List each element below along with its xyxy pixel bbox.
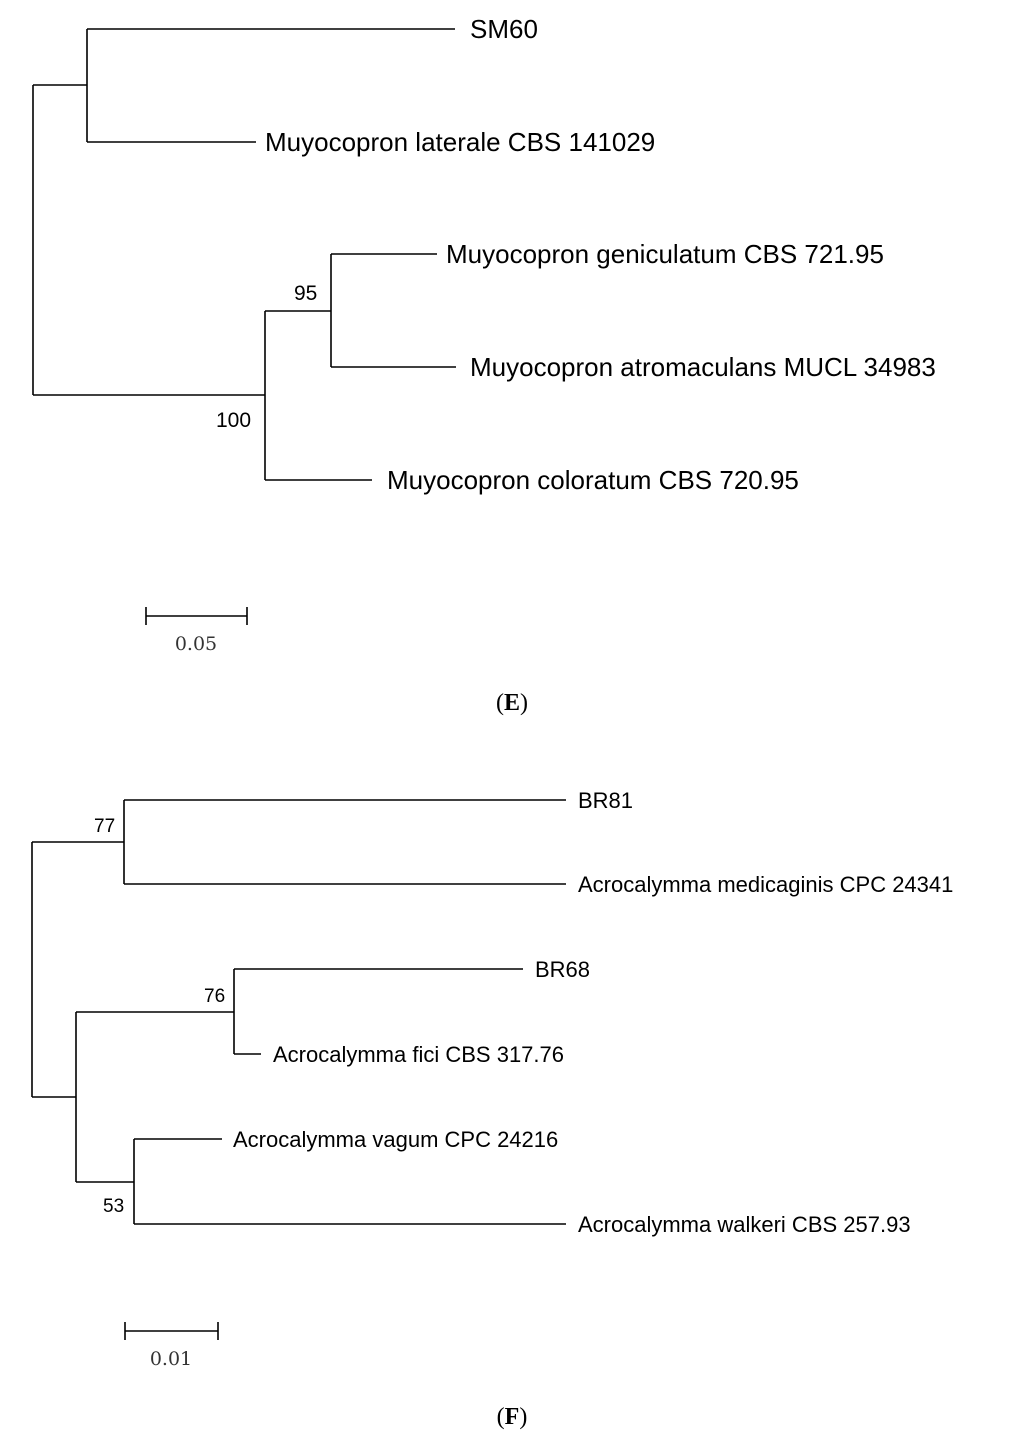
tip-label-coloratum: Muyocopron coloratum CBS 720.95	[387, 465, 799, 495]
tip-label-vagum: Acrocalymma vagum CPC 24216	[233, 1127, 558, 1152]
bootstrap-53: 53	[103, 1196, 124, 1217]
panel-label-e: (E)	[496, 690, 528, 716]
scale-bar-e: 0.05	[145, 607, 248, 655]
tip-label-br68: BR68	[535, 957, 590, 982]
tip-label-sm60: SM60	[470, 14, 538, 44]
tip-label-geniculatum: Muyocopron geniculatum CBS 721.95	[446, 239, 884, 269]
tree-panel-e: SM60 Muyocopron laterale CBS 141029 Muyo…	[32, 14, 936, 716]
tip-label-laterale: Muyocopron laterale CBS 141029	[265, 127, 655, 157]
bootstrap-77: 77	[94, 816, 115, 837]
tip-label-atromaculans: Muyocopron atromaculans MUCL 34983	[470, 352, 936, 382]
tree-panel-f: BR81 Acrocalymma medicaginis CPC 24341 B…	[31, 788, 953, 1430]
tip-label-medicaginis: Acrocalymma medicaginis CPC 24341	[578, 872, 953, 897]
scale-label-e: 0.05	[175, 633, 217, 655]
tip-label-fici: Acrocalymma fici CBS 317.76	[273, 1042, 564, 1067]
scale-bar-f: 0.01	[124, 1322, 219, 1370]
bootstrap-76: 76	[204, 986, 225, 1007]
bootstrap-100: 100	[216, 409, 251, 432]
tip-label-walkeri: Acrocalymma walkeri CBS 257.93	[578, 1212, 911, 1237]
bootstrap-95: 95	[294, 282, 317, 305]
tip-label-br81: BR81	[578, 788, 633, 813]
panel-label-f: (F)	[497, 1404, 528, 1430]
scale-label-f: 0.01	[150, 1348, 192, 1370]
